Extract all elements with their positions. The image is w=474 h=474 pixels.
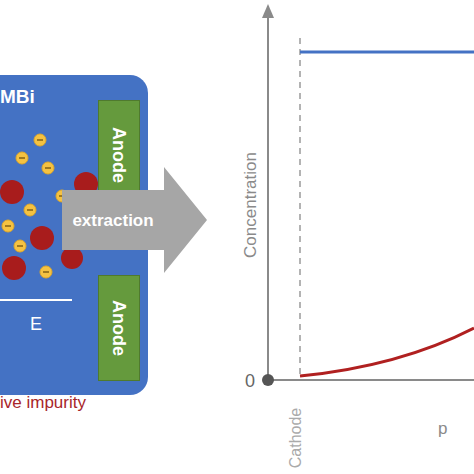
field-label: E <box>30 315 42 333</box>
axis-title: Concentration <box>242 152 259 258</box>
axis-annotation: Cathode <box>288 408 304 469</box>
node-label: Anode <box>110 127 128 183</box>
axis-arrowhead <box>262 4 274 18</box>
concentration-chart <box>262 4 474 386</box>
axis-tick: 0 <box>245 372 255 390</box>
origin-dot <box>262 374 274 386</box>
x-axis <box>268 379 474 381</box>
node-label: extraction <box>62 190 164 250</box>
cathode-line <box>299 38 301 380</box>
y-axis <box>267 14 269 380</box>
legend-text: ive impurity <box>0 394 86 411</box>
electrode-box: Anode <box>98 275 140 381</box>
impurity-concentration-curve <box>300 328 474 376</box>
process-arrow: extraction <box>62 165 207 275</box>
axis-title: p <box>438 420 447 437</box>
arrow-body <box>62 167 207 273</box>
host-concentration-line <box>300 51 474 54</box>
node-label: Anode <box>110 300 128 356</box>
node-label: MBi <box>0 87 35 106</box>
